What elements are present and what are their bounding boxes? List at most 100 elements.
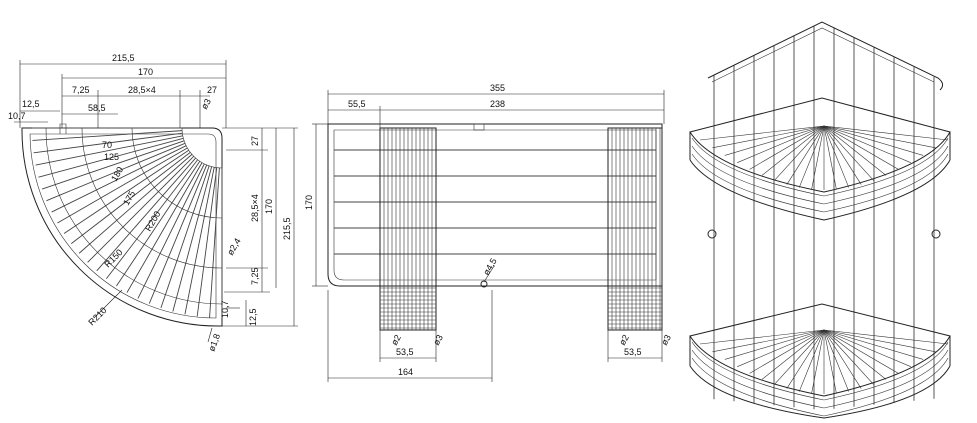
- top-view-arc-wires: [45, 127, 223, 305]
- dim-height-170: 170: [304, 195, 314, 210]
- shelf-fan-wire: [724, 329, 825, 360]
- shelf-fan-wire: [811, 329, 825, 394]
- radial-wire: [87, 155, 195, 263]
- radial-wire: [35, 135, 183, 166]
- perspective-top-rim: [707, 21, 944, 91]
- dim-170: 170: [138, 67, 153, 77]
- dim-right-wire-2: ø2: [617, 333, 631, 347]
- shelf-fan-wire: [823, 329, 850, 392]
- radial-wire: [137, 163, 205, 299]
- perspective-view: [689, 21, 951, 419]
- dim-pitch-x: 28,5×4: [128, 85, 156, 95]
- shelf-fan-wire: [712, 329, 825, 353]
- radial-wire: [57, 147, 188, 224]
- shelf-fan-wire: [737, 329, 825, 367]
- dim-side-10-7: 10,7: [220, 300, 230, 318]
- front-view-dimensions: 355 55,5 238 170 ø4,5 ø2 ø3 53,5 ø2 ø3 5…: [304, 83, 673, 382]
- dim-215-5: 215,5: [112, 53, 135, 63]
- radius-210: R210: [86, 305, 108, 327]
- dim-side-170: 170: [264, 199, 274, 214]
- dim-wire-3-top: ø3: [199, 97, 213, 111]
- shelf-fan-wire: [774, 125, 825, 181]
- top-view-basket: [21, 123, 223, 327]
- shelf-fan-wire: [823, 329, 949, 345]
- shelf-fan-wire: [823, 125, 924, 156]
- perspective-upper-shelf: [689, 97, 951, 221]
- dim-side-215-5: 215,5: [282, 217, 292, 240]
- shelf-fan-wire: [798, 125, 825, 188]
- shelf-fan-wire: [724, 125, 825, 156]
- shelf-fan-wire: [823, 125, 887, 176]
- top-view: 215,5 170 12,5 10,7 7,25 28,5×4 27 58,5 …: [8, 53, 298, 353]
- arc-wire: [45, 127, 223, 305]
- dim-side-pitch: 28,5×4: [250, 194, 260, 222]
- shelf-fan-wire: [823, 329, 887, 380]
- shelf-fan-wire: [823, 329, 924, 360]
- dim-right-53-5: 53,5: [624, 347, 642, 357]
- radial-wire: [41, 140, 185, 190]
- dim-355: 355: [490, 83, 505, 93]
- top-view-side-dimensions: 215,5 170 27 28,5×4 7,25 ø2,4 10,7 12,5 …: [206, 127, 298, 353]
- radial-wire: [78, 154, 193, 254]
- perspective-lower-shelf: [689, 303, 951, 419]
- radial-wire: [148, 164, 208, 304]
- shelf-fan-wire: [761, 329, 825, 380]
- arc-wire: [131, 127, 223, 219]
- top-view-radial-wires: [32, 127, 223, 318]
- shelf-fan-wire: [774, 329, 825, 385]
- radial-wire: [105, 159, 199, 280]
- shelf-fan-wire: [823, 125, 949, 141]
- front-view: 355 55,5 238 170 ø4,5 ø2 ø3 53,5 ø2 ø3 5…: [304, 83, 673, 382]
- dim-left-wire-2: ø2: [389, 333, 403, 347]
- shelf-fan-wire: [712, 125, 825, 149]
- shelf-fan-wire: [823, 125, 874, 181]
- shelf-rail: [691, 153, 949, 213]
- shelf-fan-wire: [823, 329, 837, 394]
- shelf-fan-wire: [699, 329, 825, 345]
- dim-wire-1-8: ø1,8: [206, 332, 222, 352]
- dim-238: 238: [490, 99, 505, 109]
- dim-27-top: 27: [207, 85, 217, 95]
- radial-wire: [70, 151, 191, 245]
- dim-10-7: 10,7: [8, 111, 26, 121]
- front-view-horizontal-wires: [334, 149, 656, 255]
- radial-wire: [63, 149, 189, 234]
- shelf-fan-wire: [786, 329, 825, 389]
- radial-wire: [172, 166, 213, 312]
- dim-left-53-5: 53,5: [396, 347, 414, 357]
- radial-wire: [33, 132, 183, 154]
- dim-12-5: 12,5: [22, 99, 40, 109]
- dim-164: 164: [398, 367, 413, 377]
- shelf-fan-wire: [749, 329, 825, 374]
- dim-side-27: 27: [250, 136, 260, 146]
- dim-55-5: 55,5: [348, 99, 366, 109]
- radial-wire: [96, 157, 196, 272]
- shelf-rail: [691, 145, 949, 205]
- shelf-fan-wire: [823, 125, 936, 149]
- radial-wire: [51, 145, 187, 213]
- shelf-fan-wire: [823, 125, 862, 185]
- shelf-fan-wire: [823, 125, 837, 190]
- shelf-rail: [691, 341, 949, 401]
- radial-wire: [209, 167, 220, 318]
- radius-180: 180: [109, 165, 125, 183]
- radial-wire: [196, 167, 218, 317]
- front-view-right-bracket: [607, 127, 663, 331]
- shelf-fan-wire: [823, 329, 899, 374]
- shelf-fan-wire: [786, 125, 825, 185]
- shelf-fan-wire: [811, 125, 825, 190]
- dim-side-7-25: 7,25: [250, 267, 260, 285]
- front-view-frame: [327, 123, 663, 288]
- dim-58-5: 58,5: [88, 103, 106, 113]
- shelf-fan-wire: [823, 329, 862, 389]
- shelf-fan-wire: [823, 329, 936, 353]
- shelf-fan-wire: [823, 125, 899, 170]
- dim-hole-4-5: ø4,5: [481, 256, 499, 277]
- perspective-vertical-wires: [713, 26, 935, 410]
- dim-side-12-5: 12,5: [248, 308, 258, 326]
- radial-wire: [160, 165, 210, 309]
- shelf-fan-wire: [749, 125, 825, 170]
- shelf-fan-wire: [761, 125, 825, 176]
- radial-wire: [38, 137, 184, 178]
